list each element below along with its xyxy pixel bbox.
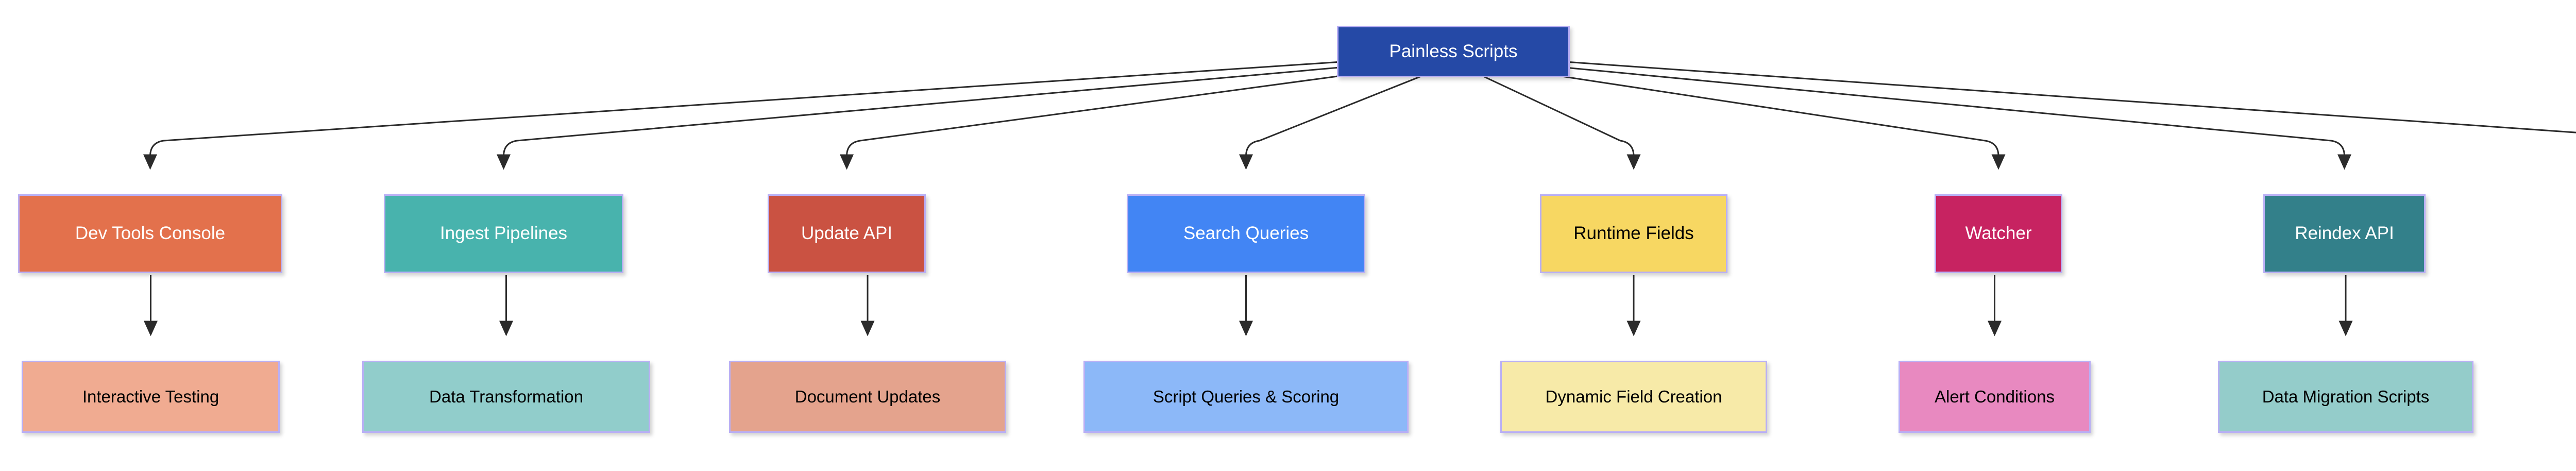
edge-root-to-watcher [1501, 66, 2006, 170]
node-label: Painless Scripts [1389, 41, 1518, 61]
node-label: Dev Tools Console [75, 223, 226, 244]
edge-root-to-aggregations [1565, 61, 2576, 133]
child-edge-group [144, 275, 2353, 337]
node-label: Dynamic Field Creation [1545, 386, 1722, 406]
node-alert-conditions[interactable]: Alert Conditions [1899, 361, 2091, 433]
node-label: Runtime Fields [1573, 223, 1694, 244]
node-label: Document Updates [794, 386, 941, 406]
edge-root-to-reindex-api [1533, 63, 2351, 170]
node-data-transformation[interactable]: Data Transformation [362, 361, 650, 433]
node-label: Data Migration Scripts [2262, 386, 2430, 406]
edge-root-to-dev-tools-console [143, 61, 1342, 170]
node-label: Ingest Pipelines [439, 223, 568, 244]
node-label: Interactive Testing [82, 386, 219, 406]
node-label: Script Queries & Scoring [1153, 386, 1340, 406]
node-painless-scripts[interactable]: Painless Scripts [1337, 26, 1570, 77]
node-label: Reindex API [2295, 223, 2394, 244]
node-label: Alert Conditions [1935, 386, 2055, 406]
node-dynamic-field-creation[interactable]: Dynamic Field Creation [1500, 361, 1767, 433]
node-dev-tools-console[interactable]: Dev Tools Console [18, 194, 282, 273]
edge-root-to-update-api [840, 66, 1405, 170]
node-script-queries-scoring[interactable]: Script Queries & Scoring [1083, 361, 1409, 433]
node-label: Search Queries [1183, 223, 1309, 244]
node-document-updates[interactable]: Document Updates [729, 361, 1006, 433]
root-edge-group [143, 61, 2576, 170]
node-label: Update API [801, 223, 893, 244]
node-reindex-api[interactable]: Reindex API [2263, 194, 2426, 273]
node-update-api[interactable]: Update API [768, 194, 926, 273]
node-search-queries[interactable]: Search Queries [1127, 194, 1365, 273]
node-label: Data Transformation [429, 386, 583, 406]
node-data-migration-scripts[interactable]: Data Migration Scripts [2218, 361, 2473, 433]
edge-root-to-search-queries [1239, 69, 1438, 170]
node-interactive-testing[interactable]: Interactive Testing [22, 361, 280, 433]
node-watcher[interactable]: Watcher [1935, 194, 2062, 273]
node-label: Watcher [1965, 223, 2032, 244]
node-ingest-pipelines[interactable]: Ingest Pipelines [384, 194, 623, 273]
edge-root-to-ingest-pipelines [497, 63, 1374, 170]
edge-root-to-runtime-fields [1469, 69, 1641, 170]
node-runtime-fields[interactable]: Runtime Fields [1540, 194, 1727, 273]
